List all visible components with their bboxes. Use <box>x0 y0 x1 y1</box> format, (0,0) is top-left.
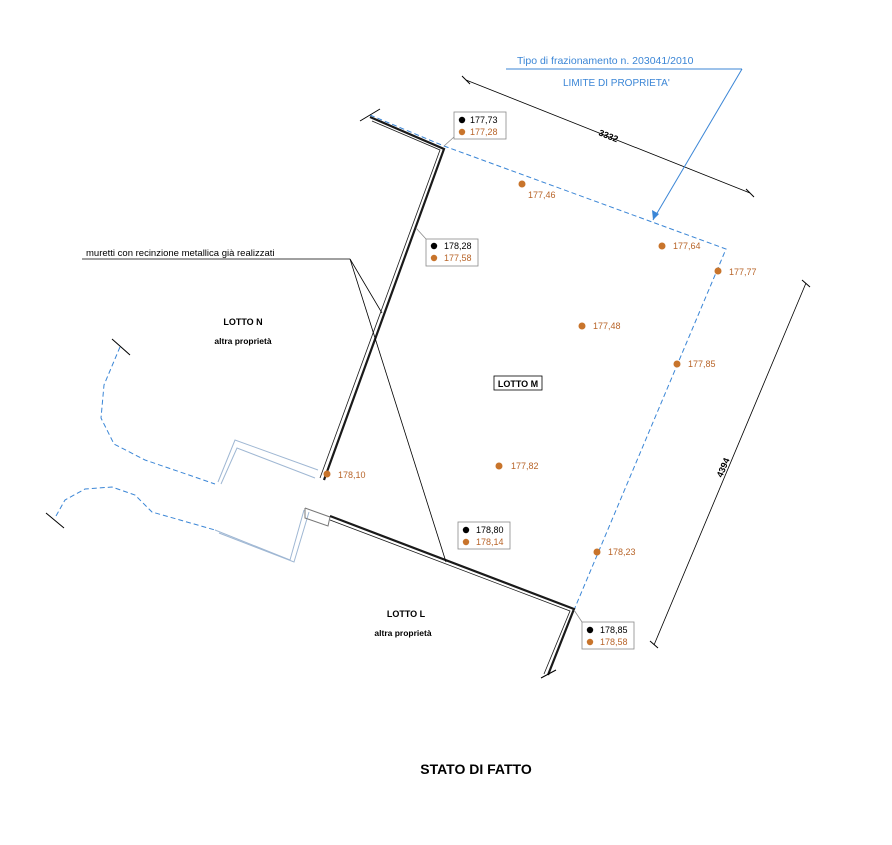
boxed-point: 177,73 177,28 <box>443 111 507 147</box>
lot-l-label: LOTTO L altra proprietà <box>374 609 431 638</box>
spot-height: 177,82 <box>495 461 539 471</box>
spot-height-value: 177,46 <box>528 190 556 200</box>
benchmark-icon <box>458 116 466 124</box>
spot-height-value: 177,85 <box>688 359 716 369</box>
spot-height: 177,64 <box>658 241 701 251</box>
lot-m-label: LOTTO M <box>493 375 543 391</box>
spot-height-icon <box>323 470 331 478</box>
spot-height: 177,77 <box>714 267 757 277</box>
boxed-orange-value: 177,28 <box>470 127 498 137</box>
spot-height-icon <box>714 267 722 275</box>
boxed-black-value: 178,80 <box>476 525 504 535</box>
boxed-orange-value: 177,58 <box>444 253 472 263</box>
lot-n-name: LOTTO N <box>223 317 262 327</box>
spot-height-value: 177,48 <box>593 321 621 331</box>
spot-height-value: 177,64 <box>673 241 701 251</box>
dimension-top-label: 3332 <box>597 128 619 145</box>
spot-height-value: 177,77 <box>729 267 757 277</box>
spot-height-value: 178,10 <box>338 470 366 480</box>
spot-height: 178,23 <box>593 547 636 557</box>
spot-height-icon <box>593 548 601 556</box>
boxed-black-value: 177,73 <box>470 115 498 125</box>
benchmark-icon <box>586 626 594 634</box>
spot-height-icon <box>658 242 666 250</box>
spot-height: 177,48 <box>578 321 621 331</box>
boxed-point: 178,28 177,58 <box>415 227 479 267</box>
boxed-point: 178,80 178,14 <box>457 521 511 550</box>
spot-height-icon <box>495 462 503 470</box>
boxed-orange-value: 178,14 <box>476 537 504 547</box>
walls-note-text: muretti con recinzione metallica già rea… <box>86 248 275 259</box>
lot-n-note: altra proprietà <box>214 336 271 346</box>
lot-n-label: LOTTO N altra proprietà <box>214 317 271 346</box>
walls-note: muretti con recinzione metallica già rea… <box>82 248 447 563</box>
lot-l-name: LOTTO L <box>387 609 426 619</box>
benchmark-icon <box>430 242 438 250</box>
annotation-line2: LIMITE DI PROPRIETA' <box>563 78 670 89</box>
annotation-line1: Tipo di frazionamento n. 203041/2010 <box>517 55 694 67</box>
spot-height-icon <box>673 360 681 368</box>
spot-height: 177,85 <box>673 359 716 369</box>
spot-height: 177,46 <box>518 180 556 200</box>
spot-height-icon <box>458 128 466 136</box>
spot-height-icon <box>518 180 526 188</box>
benchmark-icon <box>462 526 470 534</box>
spot-height-icon <box>462 538 470 546</box>
fractionation-annotation: Tipo di frazionamento n. 203041/2010 LIM… <box>506 55 743 221</box>
spot-height-icon <box>578 322 586 330</box>
boxed-orange-value: 178,58 <box>600 637 628 647</box>
existing-walls <box>319 115 576 679</box>
lot-m-name: LOTTO M <box>498 379 538 389</box>
property-boundary <box>359 108 727 611</box>
boxed-point: 178,85 178,58 <box>573 609 635 650</box>
boxed-black-value: 178,28 <box>444 241 472 251</box>
spot-height-icon <box>586 638 594 646</box>
spot-height-value: 177,82 <box>511 461 539 471</box>
dimension-right: 4394 <box>649 279 811 649</box>
spot-height-value: 178,23 <box>608 547 636 557</box>
boxed-black-value: 178,85 <box>600 625 628 635</box>
dimension-right-label: 4394 <box>715 456 732 478</box>
neighbor-outline <box>45 338 331 563</box>
spot-height: 178,10 <box>323 470 366 480</box>
spot-height-icon <box>430 254 438 262</box>
drawing-title: STATO DI FATTO <box>420 761 532 777</box>
lot-l-note: altra proprietà <box>374 628 431 638</box>
